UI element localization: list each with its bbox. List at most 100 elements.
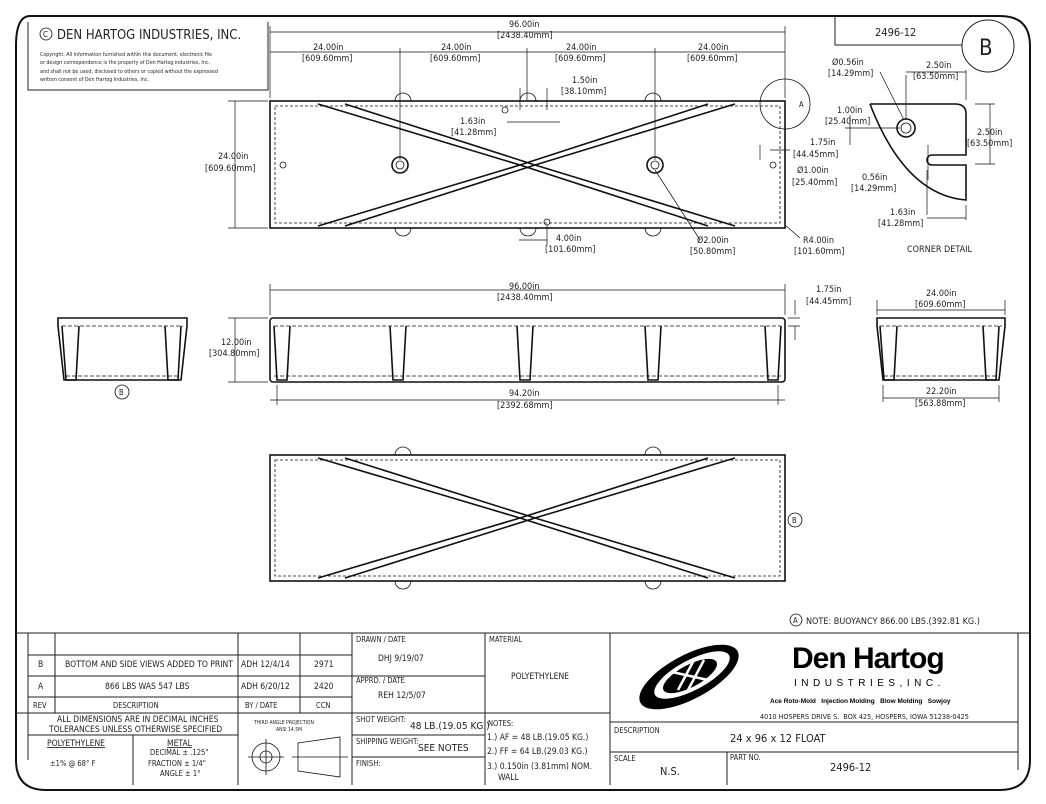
marker-b [114, 384, 130, 400]
buoyancy-note: NOTE: BUOYANCY 866.00 LBS.(392.81 KG.) [806, 617, 980, 627]
approved-label: APPRD. / DATE [356, 676, 405, 685]
sheet-border [15, 15, 1031, 791]
copyright-line: and shall not be used, disclosed to othe… [40, 69, 218, 75]
part-number-tab: 2496-12 B [834, 16, 1015, 73]
description-value: 24 x 96 x 12 FLOAT [730, 732, 827, 745]
dim-corner-radius: R4.00in [803, 236, 834, 246]
dim-lip-mm: [44.45mm] [806, 297, 851, 307]
dim-segment-mm: [609.60mm] [430, 54, 480, 64]
dim-segment-mm: [609.60mm] [555, 54, 605, 64]
revision-circle [961, 19, 1015, 73]
logo-subtitle: INDUSTRIES,INC. [794, 678, 945, 689]
dim-slot-offset: 1.63in [460, 117, 485, 127]
detail-marker: A [799, 100, 804, 109]
bottom-view: B [269, 446, 803, 590]
material-notes: MATERIAL POLYETHYLENE NOTES: 1.) AF = 48… [487, 635, 592, 783]
dim-side-length-mm: [2438.40mm] [497, 293, 553, 303]
dim-center-hole: Ø2.00in [697, 235, 729, 246]
dim-small-hole: Ø1.00in [797, 165, 829, 176]
dim-slot-pitch-mm: [38.10mm] [561, 87, 606, 97]
projection-symbol: THIRD ANGLE PROJECTION ANSI 14.5M [248, 720, 348, 778]
top-view-dimensions [228, 26, 801, 245]
dim-detail-slot-width-mm: [14.29mm] [851, 184, 896, 194]
dim-side-length: 96.00in [509, 282, 540, 292]
dim-lip: 1.75in [816, 285, 841, 295]
svg-text:C: C [43, 30, 48, 39]
rev-cell: B [38, 660, 43, 670]
dim-height-mm: [304.80mm] [209, 349, 259, 359]
company-title: DEN HARTOG INDUSTRIES, INC. [57, 28, 241, 43]
shot-weight-value: 48 LB.(19.05 KG.) [410, 721, 490, 732]
dim-detail-hole-offset: 1.00in [837, 106, 862, 116]
approvals: DRAWN / DATE DHJ 9/19/07 APPRD. / DATE R… [356, 635, 490, 768]
corner-detail: Ø0.56in [14.29mm] 2.50in [63.50mm] 1.00i… [825, 57, 1012, 255]
metal-tolerance: ANGLE ± 1° [160, 769, 201, 778]
dim-width-mm: [609.60mm] [205, 164, 255, 174]
shot-weight-label: SHOT WEIGHT: [356, 715, 406, 724]
title-block-grid [16, 632, 1030, 785]
poly-label: POLYETHYLENE [47, 739, 105, 749]
marker-b-label: B [119, 388, 124, 397]
dim-detail-slot-len: 1.63in [890, 208, 915, 218]
rev-header: CCN [316, 701, 330, 710]
marker-a-label: A [793, 616, 798, 625]
dim-detail-height: 2.50in [977, 128, 1002, 138]
dim-detail-width: 2.50in [926, 61, 951, 71]
dim-overall-length-mm: [2438.40mm] [497, 31, 553, 41]
rev-header: BY / DATE [245, 701, 277, 710]
scale-value: N.S. [660, 765, 680, 778]
dim-height: 12.00in [221, 338, 252, 348]
rev-ccn-cell: 2971 [314, 660, 334, 670]
projection-label: THIRD ANGLE PROJECTION [253, 720, 314, 726]
dim-segment: 24.00in [698, 43, 729, 53]
end-view-right [876, 300, 1006, 402]
dim-end-bottom-mm: [563.88mm] [915, 399, 965, 409]
dim-width: 24.00in [218, 152, 249, 162]
copyright-block: C DEN HARTOG INDUSTRIES, INC. Copyright.… [27, 22, 269, 91]
dim-segment: 24.00in [313, 43, 344, 53]
note-line: WALL [498, 773, 520, 783]
end-view-left: B [57, 317, 188, 400]
poly-tolerance: ±1% @ 68° F [50, 759, 95, 768]
dim-detail-slot-width: 0.56in [862, 173, 887, 183]
dim-edge-offset-mm: [44.45mm] [793, 150, 838, 160]
dim-end-bottom: 22.20in [926, 387, 957, 397]
marker-a [789, 613, 803, 627]
rev-header: REV [33, 701, 47, 710]
copyright-line: or design correspondence is the property… [40, 60, 210, 66]
dim-bottom-length-mm: [2392.68mm] [497, 401, 553, 411]
dim-small-hole-mm: [25.40mm] [792, 178, 837, 188]
dim-corner-radius-mm: [101.60mm] [794, 247, 844, 257]
company-logo-icon [639, 644, 739, 710]
dim-segment: 24.00in [566, 43, 597, 53]
dim-detail-hole-mm: [14.29mm] [828, 69, 873, 79]
marker-b-label: B [792, 516, 797, 525]
rev-ccn-cell: 2420 [314, 682, 334, 692]
drawn-label: DRAWN / DATE [356, 635, 406, 644]
dim-detail-hole-offset-mm: [25.40mm] [825, 117, 870, 127]
dim-slot-pitch: 1.50in [572, 76, 597, 86]
copyright-line: written consent of Den Hartog Industries… [40, 77, 149, 83]
dim-detail-width-mm: [63.50mm] [913, 72, 958, 82]
marker-b [787, 512, 803, 528]
part-no-value: 2496-12 [830, 761, 871, 774]
dim-detail-slot-len-mm: [41.28mm] [878, 219, 923, 229]
note-line: 1.) AF = 48 LB.(19.05 KG.) [487, 733, 588, 743]
shipping-weight-label: SHIPPING WEIGHT: [356, 737, 419, 746]
dim-hole-offset-mm: [101.60mm] [545, 245, 595, 255]
note-line: 2.) FF = 64 LB.(29.03 KG.) [487, 747, 588, 757]
company-logo-block: Den Hartog INDUSTRIES,INC. Ace Roto-Mold… [639, 642, 969, 721]
header-revision: B [979, 36, 993, 61]
metal-tolerance: FRACTION ± 1/4" [148, 759, 206, 768]
corner-detail-label: CORNER DETAIL [907, 245, 973, 255]
dim-detail-height-mm: [63.50mm] [967, 139, 1012, 149]
drawn-value: DHJ 9/19/07 [378, 654, 424, 664]
notes-label: NOTES: [488, 719, 513, 728]
dim-detail-hole: Ø0.56in [832, 57, 864, 68]
rev-header: DESCRIPTION [113, 701, 159, 710]
rev-description-cell: BOTTOM AND SIDE VIEWS ADDED TO PRINT [65, 660, 233, 670]
side-view [269, 317, 786, 383]
projection-standard: ANSI 14.5M [276, 727, 302, 733]
tolerances: ALL DIMENSIONS ARE IN DECIMAL INCHES TOL… [47, 715, 222, 778]
tolerance-line: ALL DIMENSIONS ARE IN DECIMAL INCHES [57, 715, 219, 725]
